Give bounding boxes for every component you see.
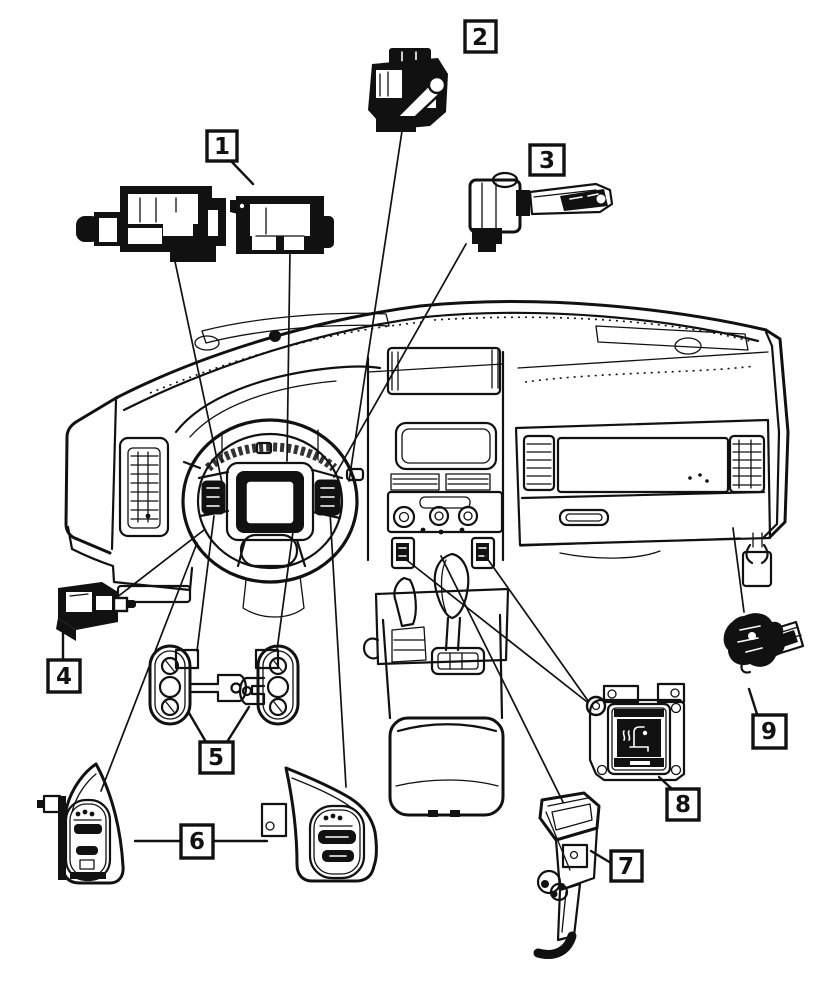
switch-pod-pair-illustration [148, 644, 300, 726]
steering-wheel [181, 418, 365, 584]
lower-dash-bracket [741, 532, 773, 588]
switch-module-left-illustration [76, 186, 226, 262]
stop-lamp-switch-illustration [56, 582, 136, 641]
ignition-switch-illustration [368, 48, 448, 132]
glovebox-handle [558, 508, 610, 527]
callout-label-5: 5 [208, 745, 224, 771]
callout-box-1[interactable]: 1 [205, 129, 239, 163]
pillar-switch-left-illustration [37, 762, 125, 885]
callout-box-8[interactable]: 8 [665, 787, 701, 822]
heated-seat-icon [622, 726, 649, 752]
callout-label-3: 3 [539, 148, 555, 174]
pillar-switch-right-illustration [260, 766, 378, 883]
multifunction-lever-illustration [468, 171, 614, 252]
callout-box-2[interactable]: 2 [463, 19, 498, 54]
callout-box-4[interactable]: 4 [46, 658, 82, 694]
center-vents [390, 473, 491, 491]
callout-label-8: 8 [675, 792, 691, 818]
callout-label-2: 2 [472, 25, 488, 51]
callout-box-3[interactable]: 3 [528, 143, 566, 177]
steering-remote-switch-right [314, 479, 341, 516]
steering-remote-switch-left [201, 480, 226, 515]
dashboard-illustration [64, 300, 790, 817]
console-rocker-switches [390, 536, 496, 570]
callout-label-9: 9 [761, 719, 777, 745]
callout-box-5[interactable]: 5 [198, 740, 235, 775]
switch-module-item1-illustration [230, 196, 334, 254]
callout-box-6[interactable]: 6 [179, 823, 215, 860]
leader-lines [100, 130, 745, 803]
callout-label-7: 7 [618, 854, 634, 880]
bracket-switch-illustration [533, 791, 601, 959]
callout-label-1: 1 [214, 134, 230, 160]
center-console [362, 552, 510, 817]
callout-label-6: 6 [189, 829, 205, 855]
seat-switch-module-illustration [585, 682, 686, 782]
callout-label-4: 4 [56, 664, 72, 690]
lock-switch-illustration [723, 613, 805, 674]
callout-pointer-lines [61, 159, 759, 865]
passenger-vents [522, 434, 766, 494]
callout-box-9[interactable]: 9 [751, 713, 788, 750]
callout-box-7[interactable]: 7 [609, 849, 644, 883]
left-vent-grille [130, 451, 159, 523]
hvac-controls [386, 490, 504, 535]
